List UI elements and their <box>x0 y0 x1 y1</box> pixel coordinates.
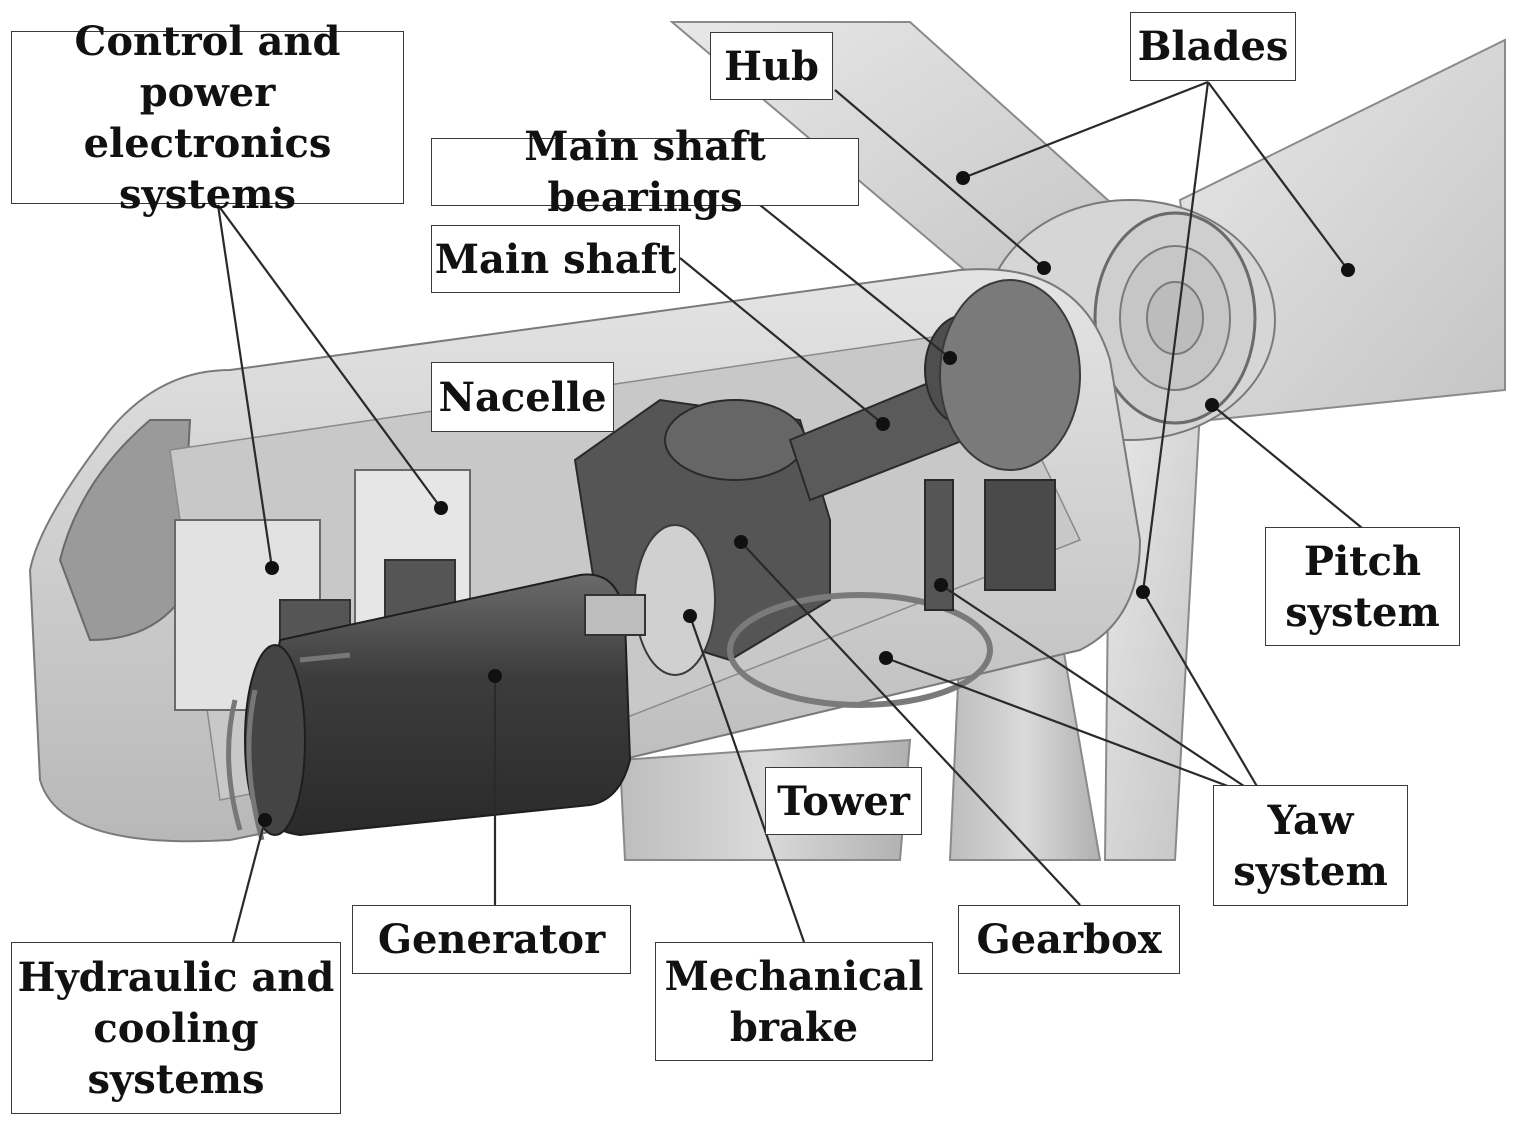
label-mechanical-brake: Mechanical brake <box>655 942 933 1061</box>
label-blades: Blades <box>1130 12 1296 81</box>
hydraulic-lines <box>226 652 351 841</box>
label-gearbox: Gearbox <box>958 905 1180 974</box>
nacelle-window <box>58 419 192 642</box>
main-flange <box>939 279 1081 471</box>
label-hub: Hub <box>710 32 833 100</box>
label-pitch-system: Pitch system <box>1265 527 1460 646</box>
label-generator: Generator <box>352 905 631 974</box>
label-main-shaft-bearings: Main shaft bearings <box>431 123 859 221</box>
yaw-ring <box>727 592 993 708</box>
label-control-and-power-electronics: Control and power electronics systems <box>11 18 404 218</box>
label-hydraulic-and-cooling: Hydraulic and cooling systems <box>11 942 341 1114</box>
label-tower: Tower <box>765 767 922 835</box>
leader-lines <box>216 80 1363 943</box>
yaw-drive <box>924 479 954 611</box>
label-nacelle: Nacelle <box>431 362 614 432</box>
label-main-shaft: Main shaft <box>431 225 680 293</box>
label-yaw-system: Yaw system <box>1213 785 1408 906</box>
generator-coupling <box>584 594 646 636</box>
callout-dots <box>258 171 1355 827</box>
